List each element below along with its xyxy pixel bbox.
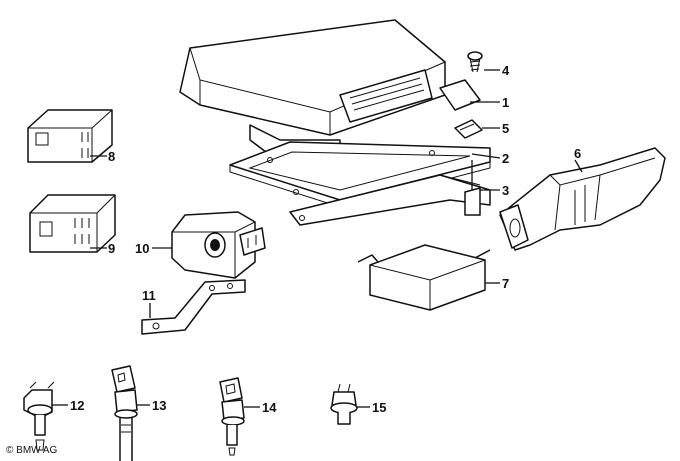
sensor-13-part — [111, 365, 138, 461]
callout-4: 4 — [502, 63, 510, 78]
control-unit-part — [179, 19, 481, 156]
callout-6: 6 — [574, 146, 581, 161]
clip-part — [454, 119, 483, 139]
callout-14: 14 — [262, 400, 277, 415]
screw-part — [467, 51, 483, 73]
callout-13: 13 — [152, 398, 166, 413]
leader-lines — [52, 69, 583, 408]
sensor-12-part — [23, 381, 55, 451]
bracket-part — [289, 174, 491, 226]
callout-10: 10 — [135, 241, 149, 256]
callout-7: 7 — [502, 276, 509, 291]
callout-3: 3 — [502, 183, 509, 198]
relay-small-part — [27, 109, 113, 163]
callout-2: 2 — [502, 151, 509, 166]
relay-large-part — [29, 194, 116, 253]
actuator-part — [171, 211, 266, 279]
callout-5: 5 — [502, 121, 509, 136]
callout-8: 8 — [108, 149, 115, 164]
relay-module-part — [357, 244, 491, 311]
callout-11: 11 — [142, 288, 156, 303]
copyright-text: © BMW AG — [6, 445, 58, 456]
callout-12: 12 — [70, 398, 84, 413]
air-duct-part — [499, 147, 666, 251]
sensor-14-part — [219, 377, 245, 456]
callout-15: 15 — [372, 400, 386, 415]
callout-1: 1 — [502, 95, 509, 110]
actuator-bracket-part — [141, 279, 246, 335]
callout-9: 9 — [108, 241, 115, 256]
sensor-15-part — [330, 383, 358, 425]
callout-labels: 4 1 5 2 3 6 7 8 9 10 11 12 13 14 15 — [70, 63, 581, 415]
